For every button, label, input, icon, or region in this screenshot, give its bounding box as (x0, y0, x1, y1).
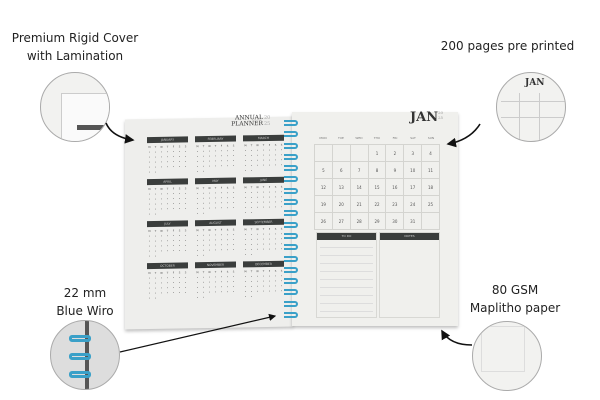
day-cell: 11 (422, 162, 440, 179)
weekday-label: THU (373, 136, 381, 140)
todo-label: TO DO (317, 233, 376, 240)
day-cell: 9 (386, 162, 405, 179)
spiral-ring (284, 232, 298, 239)
day-cell: 12 (315, 179, 333, 196)
spiral-ring (284, 187, 298, 194)
notes-label: NOTES (380, 233, 439, 240)
day-cell: 28 (350, 213, 369, 230)
day-cell: 31 (404, 213, 423, 230)
spiral-ring (284, 278, 298, 285)
day-cell: 4 (422, 145, 440, 162)
spiral-ring (284, 289, 298, 296)
day-cell: 13 (332, 179, 351, 196)
wiro-closeup (50, 320, 120, 390)
paper-arrow-icon (441, 329, 473, 346)
day-cell: 16 (386, 179, 405, 196)
day-cell: 21 (350, 196, 369, 213)
spiral-ring (284, 199, 298, 206)
spiral-ring (284, 266, 298, 273)
callout-wiro-label: 22 mm Blue Wiro (56, 286, 114, 318)
day-cell (422, 213, 440, 230)
day-cell: 5 (315, 162, 333, 179)
day-cell: 29 (368, 213, 387, 230)
spiral-ring (284, 165, 298, 172)
cover-arrow-icon (105, 122, 135, 144)
weekday-label: MON (319, 136, 327, 140)
day-cell (315, 145, 333, 162)
weekday-label: TUE (338, 136, 344, 140)
spiral-ring (284, 300, 298, 307)
day-cell: 17 (404, 179, 423, 196)
day-cell: 25 (422, 196, 440, 213)
weekday-label: FRI (392, 136, 398, 140)
day-cell: 20 (332, 196, 351, 213)
day-cell (332, 145, 351, 162)
month-year: 2025 (438, 110, 444, 120)
day-cell: 19 (315, 196, 333, 213)
day-cell: 10 (404, 162, 423, 179)
day-cell: 23 (386, 196, 405, 213)
weekday-header: MON TUE WED THU FRI SAT SUN (314, 136, 440, 144)
cover-closeup (40, 72, 110, 142)
spiral-ring (284, 312, 298, 319)
day-cell: 2 (386, 145, 405, 162)
day-cell: 26 (315, 213, 333, 230)
day-cell: 14 (350, 179, 369, 196)
pages-closeup: JAN (496, 72, 566, 142)
notes-box: NOTES (379, 232, 440, 318)
wiro-arrow-icon (119, 313, 277, 353)
day-cell: 6 (332, 162, 351, 179)
spiral-ring (284, 221, 298, 228)
spiral-ring (284, 131, 298, 138)
day-cell: 22 (368, 196, 387, 213)
callout-cover-label: Premium Rigid Cover with Lamination (11, 31, 139, 63)
day-cell: 24 (404, 196, 423, 213)
day-cell: 27 (332, 213, 351, 230)
todo-box: TO DO (316, 232, 377, 318)
weekday-label: WED (355, 136, 363, 140)
spiral-ring (284, 255, 298, 262)
day-cell: 7 (350, 162, 369, 179)
day-cell (350, 145, 369, 162)
month-title: JAN (410, 110, 439, 125)
pages-arrow-icon (446, 123, 481, 148)
callout-pages-label: 200 pages pre printed (440, 39, 575, 53)
day-cell: 15 (368, 179, 387, 196)
weekday-label: SAT (410, 136, 416, 140)
paper-closeup (472, 321, 542, 391)
day-cell: 8 (368, 162, 387, 179)
spiral-ring (284, 153, 298, 160)
spiral-ring (284, 142, 298, 149)
pages-closeup-month: JAN (525, 78, 545, 88)
day-cell: 1 (368, 145, 387, 162)
spiral-ring (284, 210, 298, 217)
spiral-ring (284, 176, 298, 183)
spiral-ring (284, 120, 298, 126)
day-cell: 30 (386, 213, 405, 230)
day-cell: 18 (422, 179, 440, 196)
callout-paper-label: 80 GSM Maplitho paper (469, 283, 561, 315)
spiral-ring (284, 244, 298, 251)
day-cell: 3 (404, 145, 423, 162)
weekday-label: SUN (427, 136, 435, 140)
blue-wiro-spiral (284, 120, 300, 323)
